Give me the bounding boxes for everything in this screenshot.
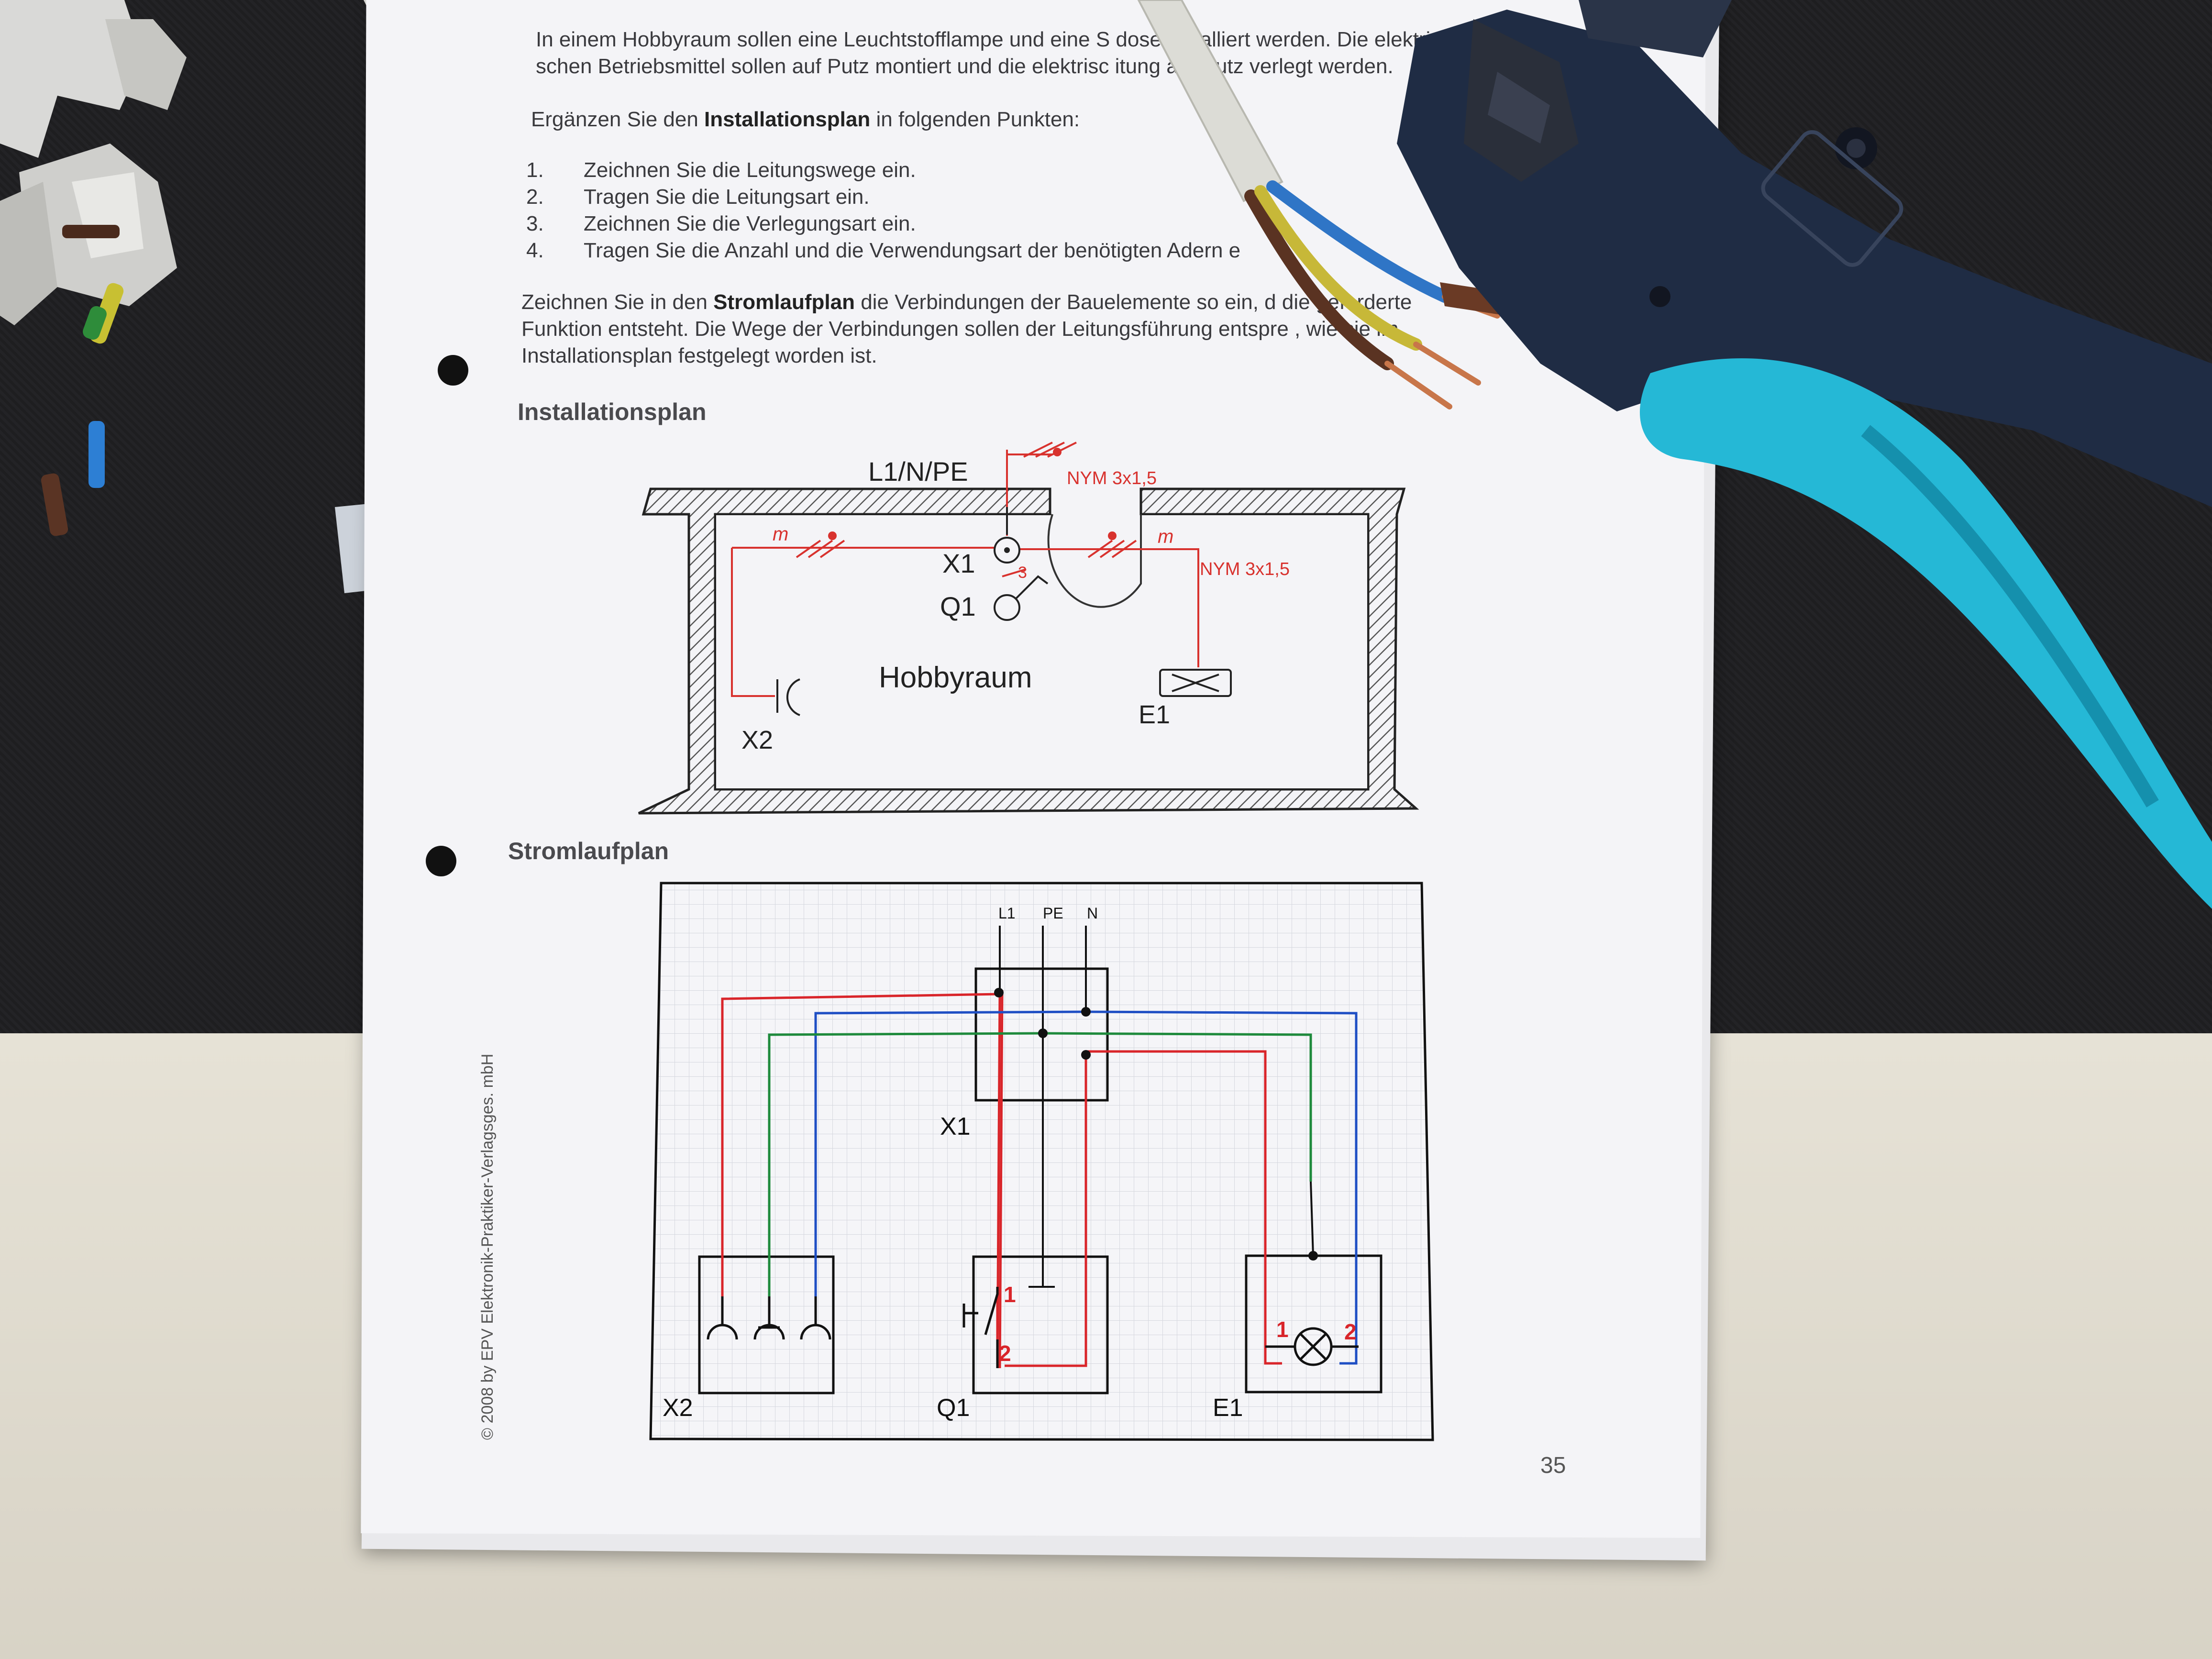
x2-label: X2 (663, 1394, 693, 1422)
lamp-label: E1 (1139, 700, 1170, 729)
task-text: Tragen Sie die Anzahl und die Verwendung… (584, 239, 1241, 262)
neutral-wires (814, 1010, 1358, 1365)
x2-box (698, 1255, 835, 1394)
mount-mark-left: m (773, 524, 788, 545)
socket-label: X2 (741, 726, 773, 754)
header-pe: PE (1043, 905, 1063, 922)
strom-line-3: Installationsplan festgelegt worden ist. (521, 344, 877, 367)
wire-count-label: 3 (1018, 564, 1027, 582)
room-walls (638, 487, 1419, 815)
punch-hole-bottom (426, 846, 456, 876)
page-number: 35 (1540, 1453, 1566, 1478)
task-number: 1. (526, 158, 544, 182)
task-intro-bold: Installationsplan (704, 108, 871, 131)
task-text: Tragen Sie die Leitungsart ein. (584, 185, 870, 209)
schematic-frame (649, 882, 1434, 1441)
switch-terminal-1: 1 (1004, 1282, 1016, 1307)
lamp-terminal-1: 1 (1276, 1317, 1289, 1342)
switch-contact (962, 1287, 999, 1368)
q1-label: Q1 (937, 1394, 970, 1422)
installationsplan-title: Installationsplan (518, 398, 707, 425)
supply-label: L1/N/PE (868, 456, 968, 487)
task-intro-suffix: in folgenden Punkten: (876, 108, 1080, 131)
strom-bold: Stromlaufplan (713, 290, 855, 314)
lamp-terminal-2: 2 (1344, 1319, 1357, 1344)
switch-symbol (994, 575, 1049, 621)
task-text: Zeichnen Sie die Leitungswege ein. (584, 158, 916, 182)
task-number: 3. (526, 212, 544, 235)
socket-symbol (776, 678, 800, 716)
lamp-pe-link (1310, 1181, 1314, 1256)
lamp-symbol (1159, 669, 1232, 697)
cable-label-top: NYM 3x1,5 (1067, 468, 1157, 488)
header-l1: L1 (998, 905, 1016, 922)
x1-label: X1 (940, 1113, 971, 1140)
room-name: Hobbyraum (879, 661, 1032, 694)
task-item: 3. Zeichnen Sie die Verlegungsart ein. (526, 210, 1387, 237)
task-intro: Ergänzen Sie den Installationsplan in fo… (531, 106, 1536, 133)
task-item: 2. Tragen Sie die Leitungsart ein. (526, 184, 1387, 210)
q1-box (972, 1255, 1109, 1394)
e1-label: E1 (1213, 1394, 1243, 1422)
junction-dots (994, 988, 1318, 1261)
task-intro-prefix: Ergänzen Sie den (531, 108, 698, 131)
cable-label-right: NYM 3x1,5 (1200, 559, 1290, 579)
strom-line-2: Funktion entsteht. Die Wege der Verbindu… (521, 317, 1399, 341)
header-n: N (1087, 905, 1098, 922)
task-item: 1. Zeichnen Sie die Leitungswege ein. (526, 157, 1387, 184)
junction-box-label: X1 (942, 548, 975, 578)
intro-text: In einem Hobbyraum sollen eine Leuchtsto… (536, 26, 1493, 80)
lamp-icon (1265, 1327, 1359, 1366)
switch-label: Q1 (940, 591, 976, 621)
intro-line-2: schen Betriebsmittel sollen auf Putz mon… (536, 55, 1394, 78)
supply-lines (999, 926, 1087, 1288)
punch-hole-top (438, 355, 468, 386)
mount-mark-right: m (1158, 526, 1173, 547)
task-number: 4. (526, 239, 544, 262)
switch-terminal-2: 2 (999, 1341, 1011, 1366)
junction-box-symbol (994, 507, 1020, 564)
strom-prefix: Zeichnen Sie in den (521, 290, 708, 314)
intro-line-1: In einem Hobbyraum sollen eine Leuchtsto… (536, 28, 1438, 51)
task-list: 1. Zeichnen Sie die Leitungswege ein. 2. T… (526, 157, 1387, 264)
stromlaufplan-title: Stromlaufplan (508, 838, 669, 864)
socket-contacts (707, 1296, 831, 1340)
task-text: Zeichnen Sie die Verlegungsart ein. (584, 212, 916, 235)
plan-dots (828, 448, 1117, 540)
task-item: 4. Tragen Sie die Anzahl und die Verwendu… (526, 237, 1387, 264)
task-number: 2. (526, 185, 544, 209)
